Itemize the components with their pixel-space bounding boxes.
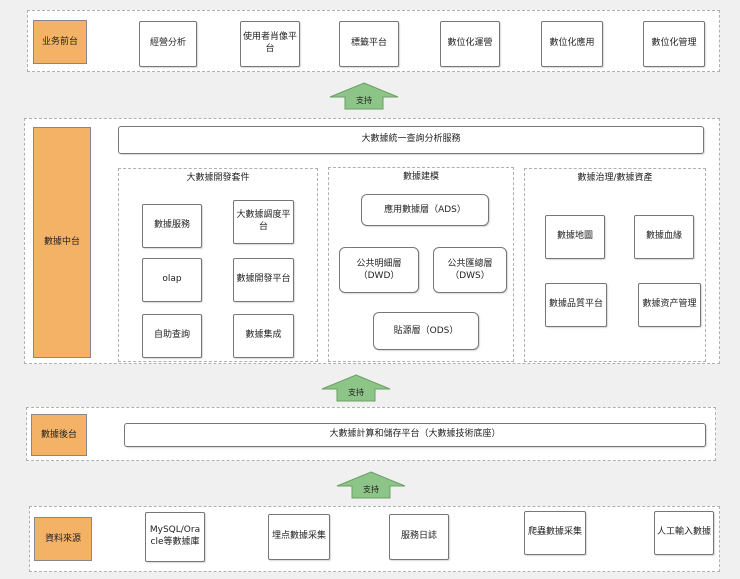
dev-item-olap: olap [142,258,202,302]
source-item-tracking-collection: 埋点數據采集 [268,514,330,560]
front-item-business-analysis: 經營分析 [139,21,197,67]
back-layer-label: 數據後台 [31,414,87,456]
front-layer-label: 业务前台 [33,20,87,64]
source-item-manual-input: 人工輸入數據 [654,511,714,555]
query-service-bar: 大數據統一查詢分析服務 [118,126,704,154]
up-arrow-icon [329,82,399,110]
gov-item-data-lineage: 數據血緣 [634,215,694,259]
support-arrow-3: 支持 [336,471,406,499]
governance-panel [524,168,706,362]
front-item-tag-platform: 標籤平台 [339,21,399,67]
source-item-databases: MySQL/Oracle等數據庫 [145,512,205,562]
support-arrow-label: 支持 [348,388,364,397]
support-arrow-label: 支持 [363,485,379,494]
dev-item-data-integration: 數據集成 [233,314,294,358]
gov-item-data-map: 數據地圖 [545,215,605,259]
dev-item-data-service: 數據服務 [142,204,202,248]
front-item-digital-operations: 數位化運營 [440,21,500,67]
dev-item-scheduling-platform: 大數據調度平台 [233,200,294,244]
support-arrow-2: 支持 [321,374,391,402]
model-ads-layer: 應用數據層（ADS） [361,194,489,226]
front-item-digital-applications: 數位化應用 [541,21,603,67]
gov-item-data-asset-management: 數據资产管理 [638,283,701,327]
up-arrow-icon [336,471,406,499]
front-item-user-portrait-platform: 使用者肖像平台 [240,21,300,67]
modeling-title: 數據建模 [402,172,439,182]
dev-item-self-service-query: 自助查詢 [142,314,202,358]
support-arrow-1: 支持 [329,82,399,110]
governance-title: 數據治理/數據資產 [577,173,653,183]
source-item-crawler-collection: 爬蟲數據采集 [524,511,586,555]
model-dwd-layer: 公共明細層 （DWD） [339,247,419,293]
middle-layer-label: 數據中台 [33,127,91,358]
up-arrow-icon [321,374,391,402]
dev-item-development-platform: 數據開發平台 [233,258,294,302]
source-item-service-logs: 服務日誌 [389,514,449,560]
compute-storage-platform: 大數據計算和儲存平台（大數據技術底座） [124,423,706,447]
front-item-digital-management: 數位化管理 [643,21,705,67]
sources-layer [29,506,720,572]
model-dws-layer: 公共匯總層 （DWS） [433,247,507,293]
sources-layer-label: 資料來源 [34,517,92,561]
gov-item-data-quality-platform: 數據品質平台 [545,283,607,327]
support-arrow-label: 支持 [356,96,372,105]
model-ods-layer: 貼源層（ODS） [373,312,479,350]
dev-suite-title: 大數據開發套件 [186,173,250,183]
